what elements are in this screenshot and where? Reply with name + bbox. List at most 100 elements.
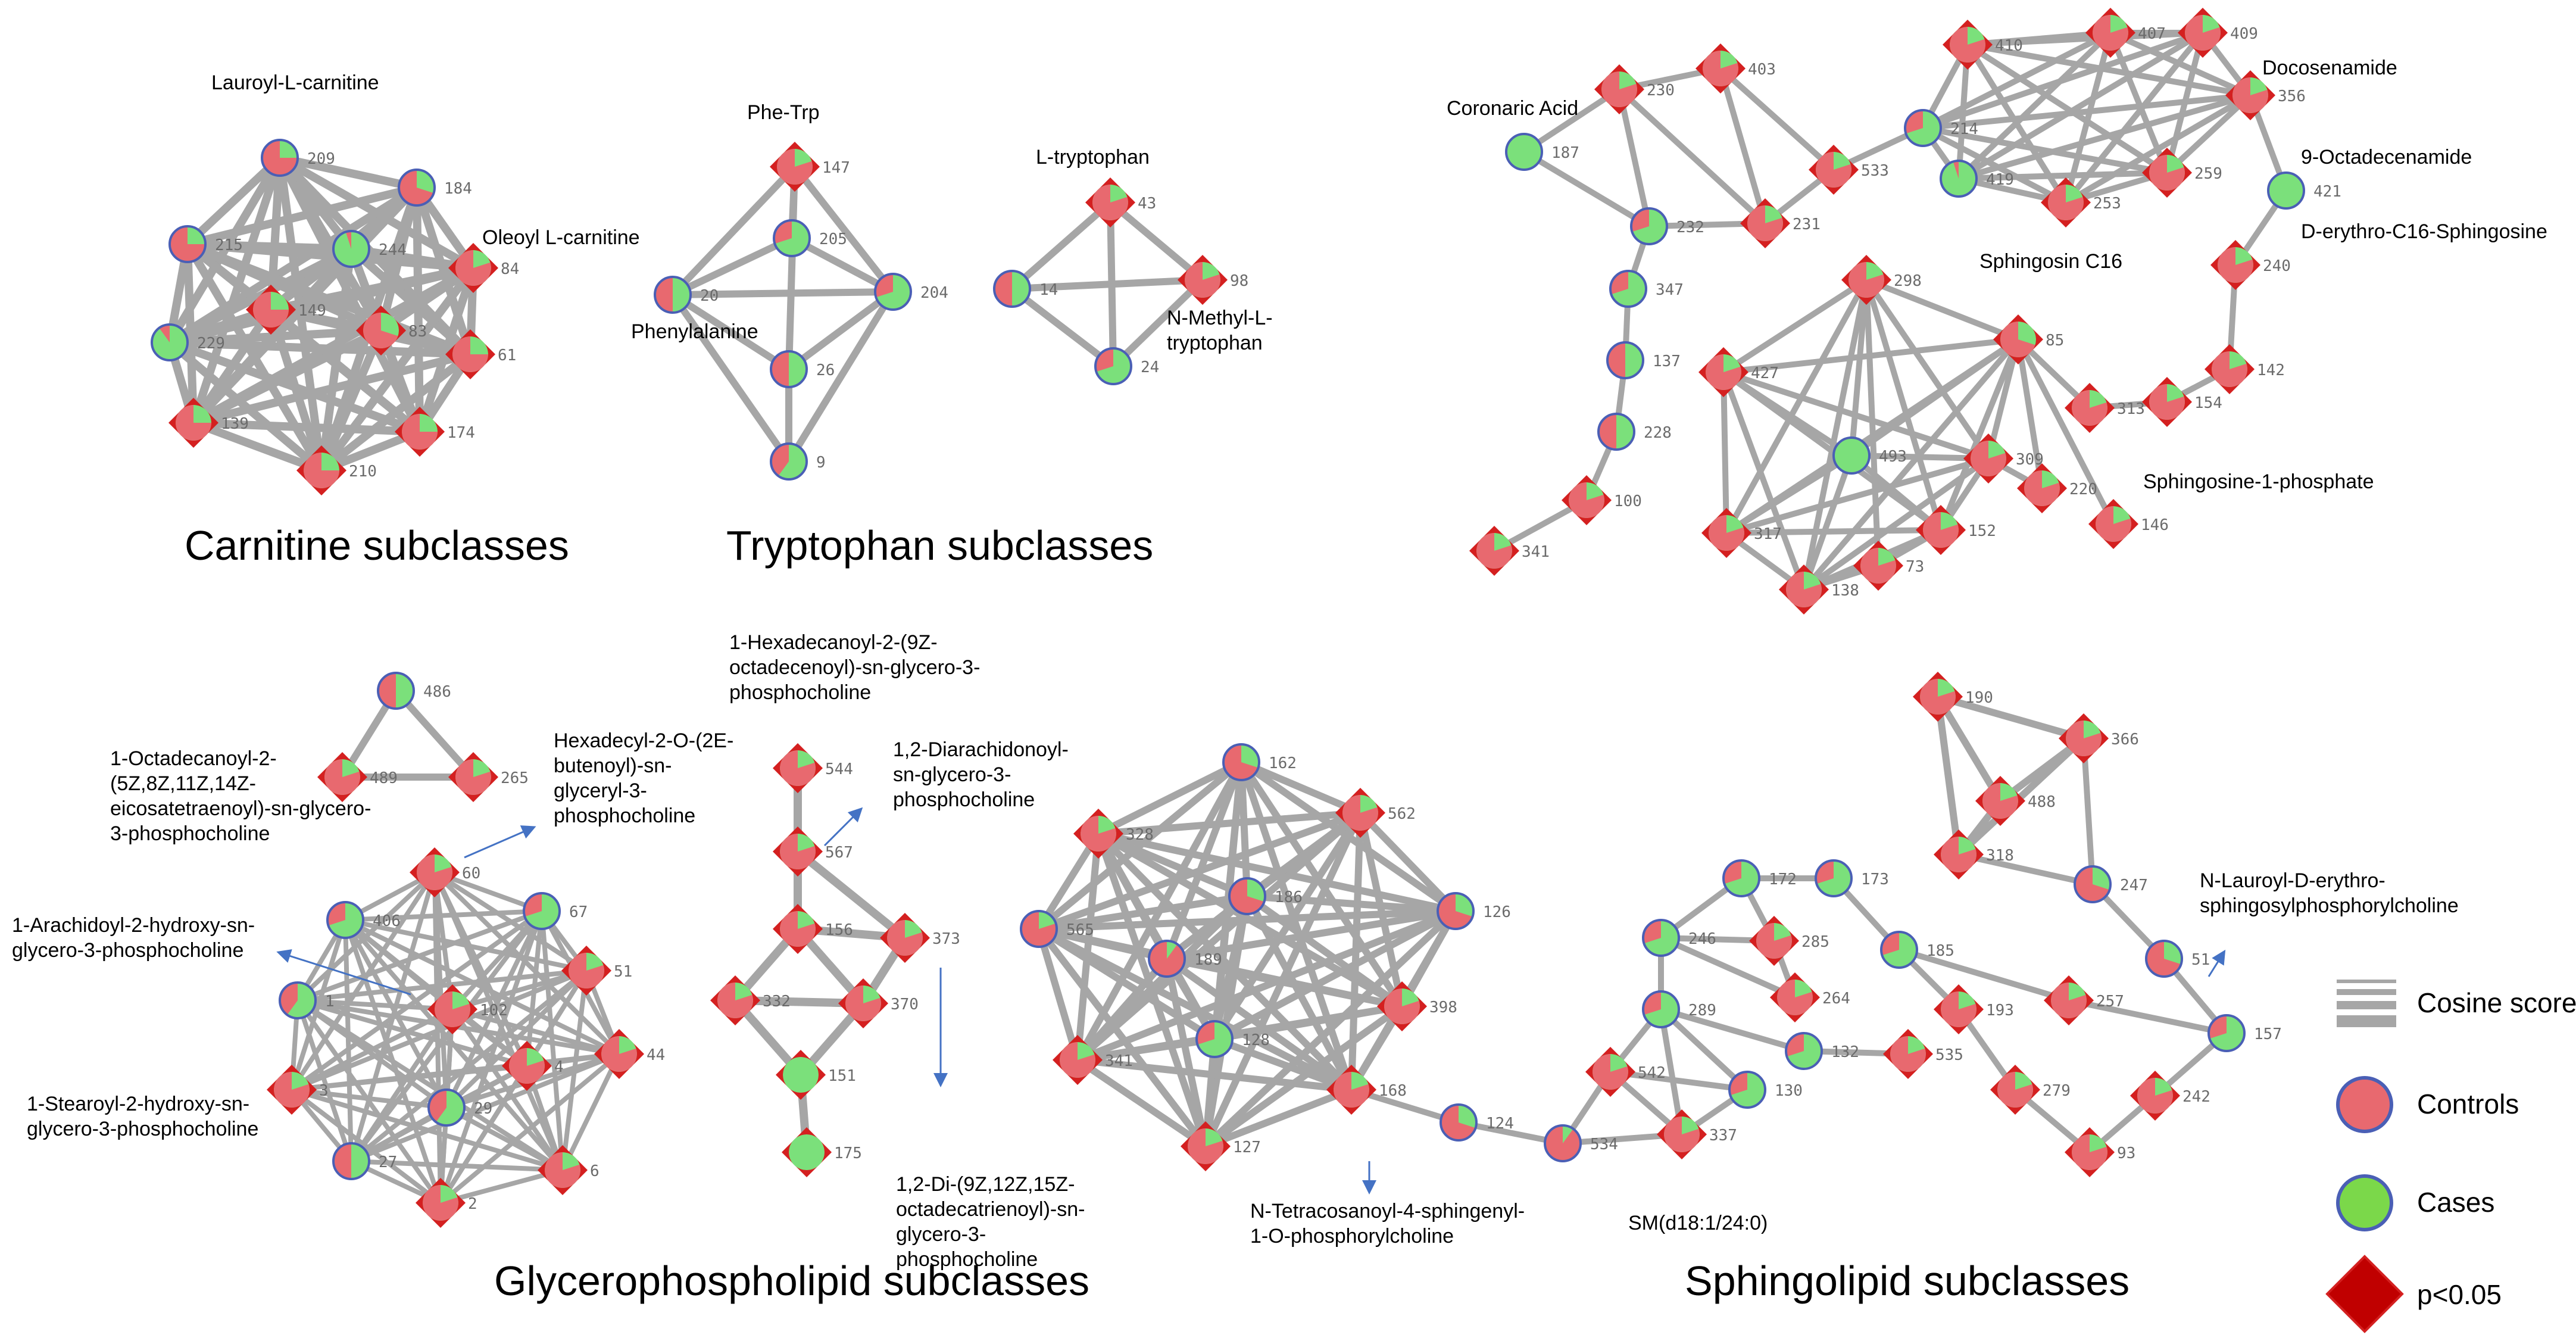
node-pie — [524, 893, 560, 929]
node-pie — [280, 983, 316, 1018]
pie-control-slice — [1923, 512, 1959, 548]
node-pie — [417, 855, 452, 890]
edge — [1238, 759, 1364, 816]
compound-label-hexadecanoyl: 1-Hexadecanoyl-2-(9Z-octadecenoyl)-sn-gl… — [729, 631, 980, 704]
edge — [450, 968, 589, 1012]
node-id: 51 — [614, 963, 632, 981]
edge — [1849, 336, 2021, 459]
node-pie — [1334, 1072, 1369, 1108]
node-id: 98 — [1230, 272, 1248, 290]
node-id: 309 — [2016, 451, 2044, 469]
node-26: 26 — [770, 350, 835, 388]
node-border — [1642, 990, 1680, 1028]
pie-control-slice — [1092, 185, 1128, 220]
compound-label-line: Phe-Trp — [747, 101, 820, 124]
node-pie — [2072, 1134, 2107, 1170]
pie-control-slice — [545, 1152, 580, 1188]
node-pie — [1950, 27, 1985, 63]
node-242: 242 — [2130, 1071, 2210, 1121]
edge — [1723, 527, 1944, 536]
node-210: 210 — [296, 445, 377, 495]
node-id: 544 — [825, 760, 853, 778]
node-132: 132 — [1785, 1032, 1859, 1070]
node-84: 84 — [448, 243, 519, 293]
node-130: 130 — [1728, 1071, 1803, 1109]
node-id: 493 — [1879, 448, 1907, 466]
node-id: 29 — [474, 1100, 492, 1118]
node-border — [654, 276, 692, 314]
node-id: 317 — [1754, 525, 1782, 543]
node-215: 215 — [168, 225, 243, 263]
node-id: 130 — [1775, 1082, 1803, 1100]
edge — [317, 350, 474, 475]
edge — [289, 1064, 529, 1092]
pie-control-slice — [1971, 441, 2006, 476]
node-pie — [333, 231, 369, 267]
node-border — [770, 442, 808, 481]
title-carnitine: Carnitine subclasses — [185, 522, 569, 569]
node-172: 172 — [1722, 859, 1797, 897]
node-pie — [455, 250, 491, 286]
node-pie — [1188, 1128, 1223, 1164]
edge — [289, 1007, 455, 1092]
node-id: 427 — [1751, 364, 1779, 382]
node-id: 242 — [2182, 1088, 2210, 1106]
node-id: 4 — [554, 1058, 564, 1076]
node-247: 247 — [2074, 865, 2148, 903]
node-542: 542 — [1585, 1047, 1666, 1097]
pie-control-slice — [1703, 51, 1738, 86]
node-border — [427, 1089, 466, 1127]
node-pie — [1747, 205, 1783, 241]
pie-control-slice — [774, 220, 792, 244]
node-id: 257 — [2096, 993, 2124, 1011]
edge — [1920, 30, 2113, 131]
node-id: 232 — [1676, 219, 1704, 236]
pie-control-slice — [159, 325, 170, 342]
node-id: 279 — [2043, 1082, 2071, 1100]
compound-label-hexadecyl: Hexadecyl-2-O-(2E-butenoyl)-sn-glyceryl-… — [554, 729, 733, 827]
edge — [1616, 86, 1652, 229]
node-border — [1722, 859, 1760, 897]
node-pie — [1923, 512, 1959, 548]
pie-control-slice — [1342, 795, 1378, 831]
node-id: 210 — [349, 463, 377, 481]
node-137: 137 — [1606, 341, 1681, 379]
edge — [183, 183, 421, 248]
pointer-arrow — [2207, 949, 2226, 977]
node-id: 366 — [2111, 731, 2139, 749]
node-id: 205 — [819, 230, 847, 248]
edge — [438, 1168, 565, 1205]
node-id: 190 — [1965, 689, 1993, 707]
pie-control-slice — [1941, 837, 1977, 872]
node-264: 264 — [1770, 972, 1850, 1022]
node-id: 189 — [1194, 951, 1222, 969]
node-pie — [780, 911, 816, 947]
edge — [1202, 1086, 1355, 1150]
node-id: 230 — [1647, 82, 1675, 99]
edge — [785, 163, 798, 373]
node-pie — [1643, 991, 1679, 1027]
node-pie — [1149, 941, 1185, 977]
edge — [1035, 893, 1251, 933]
edge — [289, 909, 544, 1092]
node-232: 232 — [1630, 207, 1704, 245]
pie-control-slice — [2051, 983, 2087, 1018]
compound-label-line: glycero-3-phosphocholine — [27, 1118, 258, 1140]
node-id: 3 — [319, 1082, 329, 1100]
pie-control-slice — [280, 983, 298, 1015]
node-id: 147 — [822, 159, 850, 177]
node-337: 337 — [1657, 1109, 1737, 1159]
node-id: 149 — [298, 302, 326, 320]
pie-control-slice — [1229, 878, 1264, 914]
node-id: 6 — [590, 1162, 599, 1180]
edge — [343, 909, 544, 922]
node-id: 185 — [1926, 942, 1954, 960]
pie-control-slice — [1095, 348, 1113, 372]
compound-label-line: octadecatrienoyl)-sn- — [896, 1198, 1085, 1221]
node-pie — [1860, 548, 1896, 584]
node-pie — [2232, 77, 2268, 113]
node-id: 419 — [1986, 171, 2014, 189]
node-pie — [1569, 482, 1604, 518]
pie-case-slice — [789, 1134, 825, 1170]
node-4: 4 — [502, 1041, 564, 1091]
